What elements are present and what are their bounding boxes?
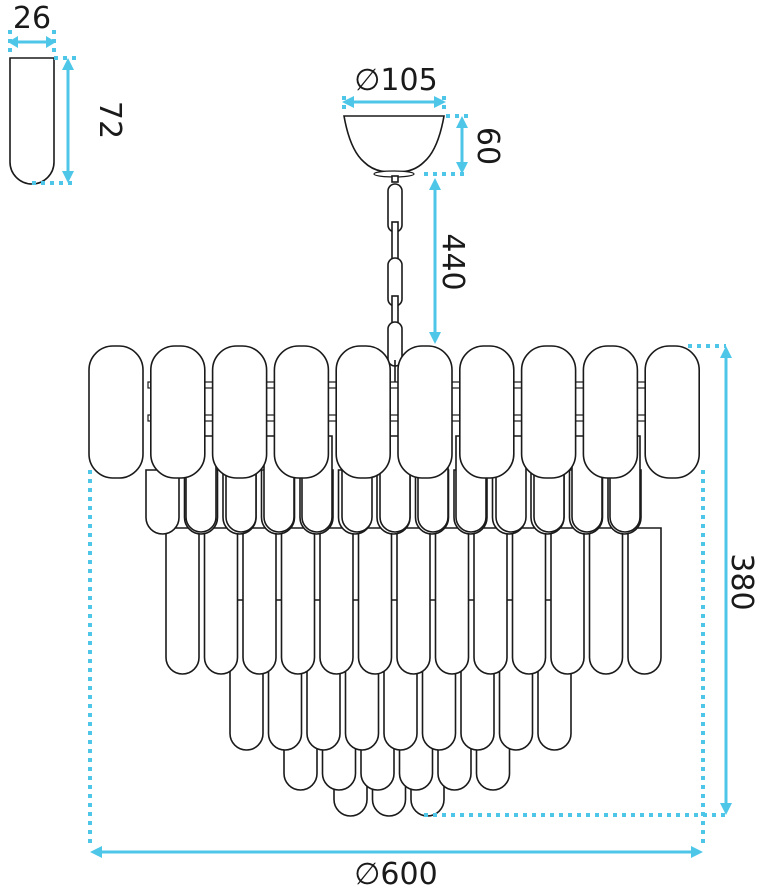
top-crystal [582, 345, 639, 479]
arrow-down-icon [720, 803, 732, 815]
chandelier-body [88, 345, 701, 817]
arrow-up-icon [456, 116, 468, 128]
top-crystal [520, 345, 577, 479]
crystal-pendant [165, 527, 200, 675]
top-crystal [335, 345, 392, 479]
crystal-pendant [434, 527, 470, 675]
canopy-shape [343, 115, 445, 173]
arrow-up-icon [62, 58, 74, 70]
top-crystal [150, 345, 206, 479]
top-crystal-row [88, 345, 701, 479]
crystal-pendant [145, 469, 180, 535]
crystal-pendant [396, 527, 431, 675]
crystal-pendant [588, 527, 624, 675]
arrow-right-icon [691, 846, 703, 858]
top-crystal [458, 345, 515, 479]
body-height-dimension: 380 [424, 344, 759, 817]
arrow-right-icon [46, 36, 56, 48]
crystal-pendant [473, 527, 508, 675]
arrow-right-icon [434, 96, 446, 108]
crystal-pendant [319, 527, 354, 675]
arrow-left-icon [90, 846, 102, 858]
crystal-detail-shape [9, 57, 55, 185]
crystal-pendant [511, 527, 547, 675]
top-crystal [88, 345, 144, 479]
body-height-label: 380 [724, 553, 759, 610]
crystal-pendant [627, 527, 662, 675]
crystal-pendant [550, 527, 585, 675]
crystal-pendant [280, 527, 316, 675]
top-crystal [273, 345, 330, 479]
canopy: ∅105 60 [342, 63, 505, 178]
chain-length-label: 440 [435, 233, 470, 290]
top-crystal [644, 345, 701, 479]
chain: 440 [387, 175, 470, 382]
top-crystal [397, 345, 453, 479]
arrow-left-icon [8, 36, 18, 48]
arrow-left-icon [342, 96, 354, 108]
arrow-down-icon [62, 171, 74, 183]
top-crystal [211, 345, 268, 479]
canopy-diameter-label: ∅105 [354, 63, 437, 98]
crystal-height-label: 72 [92, 101, 127, 139]
body-diameter-label: ∅600 [354, 857, 437, 892]
canopy-height-label: 60 [470, 127, 505, 165]
arrow-up-icon [429, 178, 441, 190]
arrow-down-icon [429, 332, 441, 344]
crystal-width-label: 26 [13, 1, 51, 36]
crystal-rows [145, 435, 662, 817]
arrow-up-icon [720, 346, 732, 358]
chain-hook [391, 175, 399, 183]
crystal-pendant [203, 527, 239, 675]
crystal-detail: 26 72 [8, 1, 127, 185]
body-diameter-dimension: ∅600 [88, 470, 705, 892]
crystal-pendant [242, 527, 277, 675]
arrow-down-icon [456, 162, 468, 174]
crystal-pendant [357, 527, 393, 675]
